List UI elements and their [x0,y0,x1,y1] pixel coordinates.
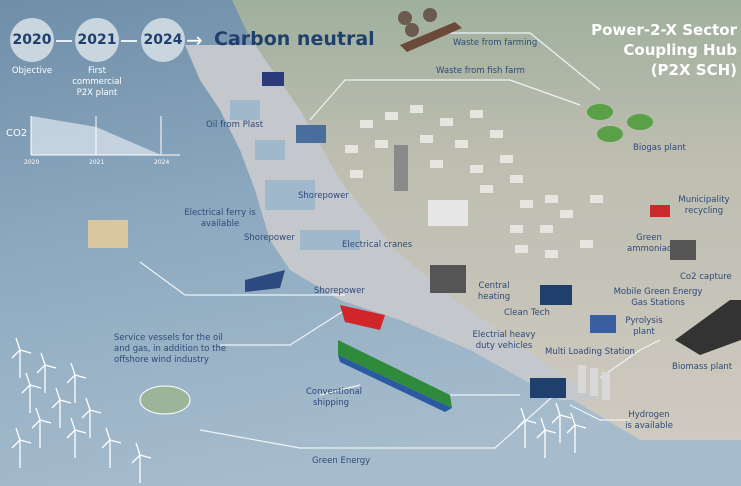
label-clean-tech: Clean Tech [504,308,550,318]
wind-turbine [66,417,87,458]
year-2024: 2024 [141,18,185,62]
offshore-platform [139,385,191,415]
house [470,110,483,118]
wind-turbine [51,387,72,428]
house [420,135,433,143]
hub-title: Power-2-X Sector Coupling Hub (P2X SCH) [591,20,737,80]
house [545,195,558,203]
label-central-heating: Central heating [477,281,511,302]
co2-axis-label: CO2 [6,128,28,139]
label-ammoniac: Green ammoniac [627,233,672,254]
label-biomass: Biomass plant [672,362,733,372]
house [385,112,398,120]
wind-turbine [66,362,87,403]
title-line-2: Coupling Hub [623,41,737,59]
harbour-basins [230,100,360,250]
label-mobile-gas: Mobile Green Energy Gas Stations [613,287,703,308]
town-houses [345,105,603,258]
house [520,200,533,208]
label-multi-loading: Multi Loading Station [545,347,635,357]
house [375,140,388,148]
label-biogas: Biogas plant [633,143,686,153]
port-area [185,45,600,400]
buildings [262,8,741,400]
wind-turbine [551,402,572,443]
label-municipality: Municipality recycling [678,195,730,216]
co2-chart [30,116,180,156]
leader-lines [139,32,661,449]
house [345,145,358,153]
caption-2021: First commercial P2X plant [72,66,122,98]
label-cranes: Electrical cranes [342,240,413,250]
wind-turbine [566,412,587,453]
label-co2-capture: Co2 capture [680,272,732,282]
house [560,210,573,218]
wind-turbine [81,397,102,438]
label-shorepower-3: Shorepower [314,286,365,296]
house [360,120,373,128]
house [510,225,523,233]
year-2021: 2021 [75,18,119,62]
year-2020: 2020 [10,18,54,62]
wind-turbines [11,337,587,483]
timeline-connector [121,40,137,42]
goal-carbon-neutral: Carbon neutral [214,28,375,50]
wind-turbine [21,372,42,413]
label-ferry: Electrical ferry is available [184,208,256,229]
house [440,118,453,126]
house [580,240,593,248]
tick-2024: 2024 [154,159,170,166]
house [455,140,468,148]
arrow-right-icon: → [186,28,203,52]
house [490,130,503,138]
tick-2021: 2021 [89,159,105,166]
wind-turbine [31,407,52,448]
title-line-1: Power-2-X Sector [591,21,737,39]
label-service-vessels: Service vessels for the oil and gas, in … [114,333,227,365]
tick-2020: 2020 [24,159,40,166]
label-green-energy: Green Energy [312,456,371,466]
label-heavy-vehicles: Electrial heavy duty vehicles [472,330,536,351]
wind-turbine [11,337,32,378]
wind-turbine [101,427,122,468]
timeline-connector [56,40,72,42]
label-shorepower-2: Shorepower [244,233,295,243]
caption-2020: Objective [11,66,53,76]
label-pyrolysis: Pyrolysis plant [625,316,663,337]
wind-turbine [36,352,57,393]
wind-turbine [516,407,537,448]
title-line-3: (P2X SCH) [650,61,737,79]
label-oil-plast: Oil from Plast [206,120,264,130]
wind-turbine [11,427,32,468]
house [515,245,528,253]
label-waste-farming: Waste from farming [453,38,538,48]
house [500,155,513,163]
label-shorepower-1: Shorepower [298,191,349,201]
house [590,195,603,203]
house [430,160,443,168]
label-conventional-shipping: Conventional shipping [306,387,363,408]
house [540,225,553,233]
house [510,175,523,183]
house [480,185,493,193]
ships [88,220,452,412]
house [350,170,363,178]
house [410,105,423,113]
wind-turbine [131,442,152,483]
label-waste-fish: Waste from fish farm [436,66,525,76]
wind-turbine [536,417,557,458]
label-hydrogen: Hydrogen is available [625,410,673,431]
house [545,250,558,258]
house [470,165,483,173]
